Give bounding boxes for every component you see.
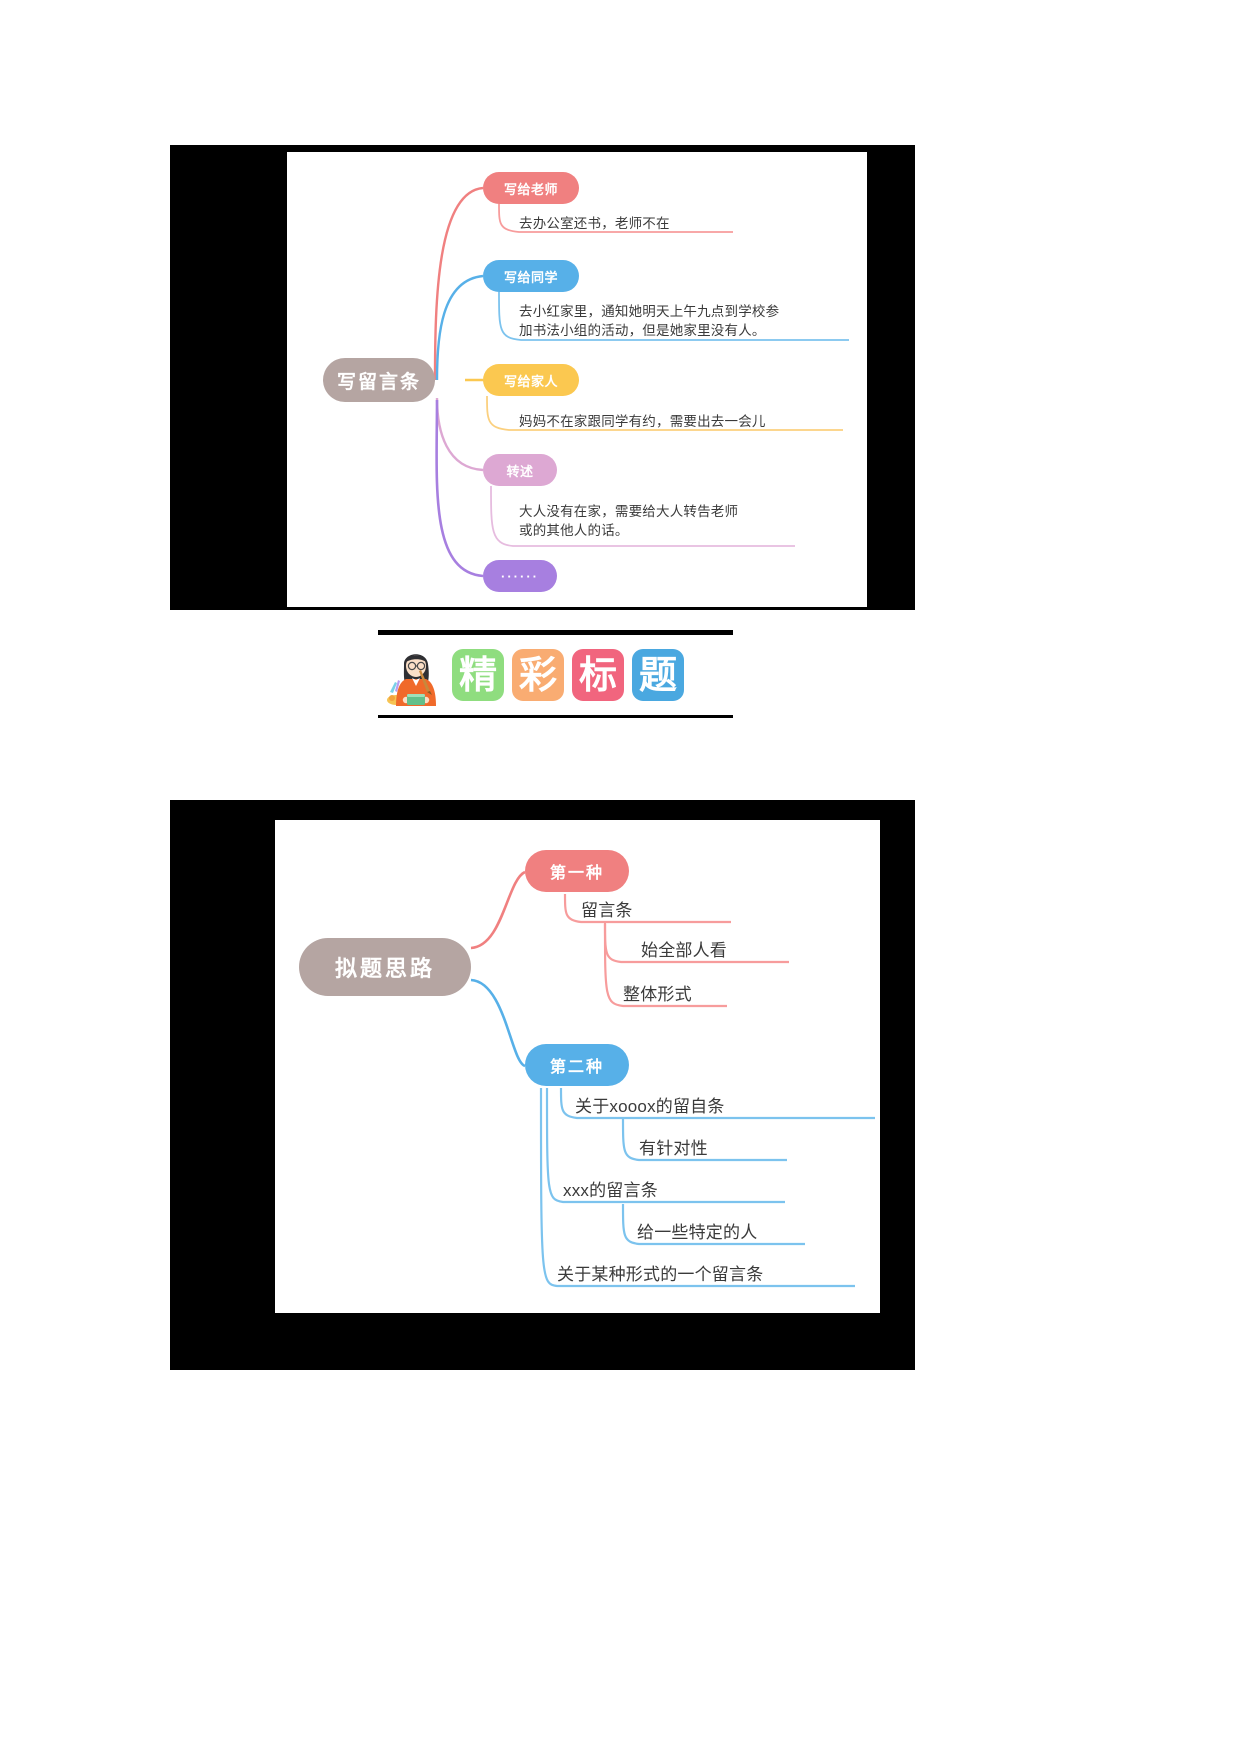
mindmap-1-branch-teacher-label: 写给老师	[503, 181, 558, 197]
mindmap-2-first-child-2: 始全部人看	[641, 941, 727, 960]
mindmap-1-detail-family: 妈妈不在家跟同学有约，需要出去一会儿	[519, 414, 766, 429]
mindmap-2-first-child-1: 留言条	[581, 901, 633, 920]
mindmap-1-branch-ellipsis-label: ······	[501, 568, 539, 584]
mindmap-1-root-node[interactable]: 写留言条	[323, 358, 435, 402]
banner-tile-2-char: 彩	[518, 653, 557, 697]
mindmap-1-branch-family-label: 写给家人	[503, 373, 558, 389]
mindmap-1-detail-relay: 大人没有在家，需要给大人转告老师 或的其他人的话。	[519, 504, 739, 538]
mindmap-2-second-child-1: 关于xooox的留自条	[575, 1097, 725, 1116]
mindmap-2-branch-first-label: 第一种	[549, 865, 604, 882]
mindmap-1-branch-teacher[interactable]: 写给老师	[483, 172, 579, 204]
banner-tile-1-char: 精	[458, 653, 497, 697]
mindmap-2-branch-first[interactable]: 第一种	[525, 850, 629, 892]
banner-tile-2: 彩	[512, 649, 564, 701]
mindmap-2-second-child-3: xxx的留言条	[563, 1181, 658, 1200]
mindmap-1: 写留言条 写给老师 去办公室还书，老师不在 写给同学 去小红家里，通知她明天上午…	[287, 152, 867, 607]
section-banner: 精 彩 标 题	[378, 635, 733, 715]
mindmap-1-branch-classmate[interactable]: 写给同学	[483, 260, 579, 292]
mindmap-2-second-child-5: 关于某种形式的一个留言条	[557, 1265, 764, 1284]
mindmap-2-first-child-3: 整体形式	[623, 985, 692, 1004]
mindmap-2: 拟题思路 第一种 留言条 始全部人看 整体形式 第二种 关于xooox的留自条 …	[275, 820, 880, 1313]
mindmap-2-second-child-2: 有针对性	[639, 1139, 708, 1158]
banner-tile-3-char: 标	[578, 653, 617, 697]
mindmap-1-branch-relay[interactable]: 转述	[483, 454, 557, 486]
mindmap-1-branch-relay-label: 转述	[506, 463, 534, 479]
mindmap-1-branch-family[interactable]: 写给家人	[483, 364, 579, 396]
mindmap-2-root-label: 拟题思路	[334, 956, 435, 981]
teacher-illustration-icon	[387, 654, 436, 706]
mindmap-1-detail-teacher: 去办公室还书，老师不在	[519, 216, 670, 231]
mindmap-1-root-label: 写留言条	[336, 371, 421, 393]
mindmap-2-root-node[interactable]: 拟题思路	[299, 938, 471, 996]
banner-tile-3: 标	[572, 649, 624, 701]
banner-tile-4-char: 题	[638, 653, 677, 697]
mindmap-1-branch-ellipsis[interactable]: ······	[483, 560, 557, 592]
banner-tile-4: 题	[632, 649, 684, 701]
banner-tile-1: 精	[452, 649, 504, 701]
mindmap-1-branch-classmate-label: 写给同学	[503, 269, 558, 285]
mindmap-2-branch-second[interactable]: 第二种	[525, 1044, 629, 1086]
mindmap-2-second-child-4: 给一些特定的人	[637, 1223, 758, 1242]
mindmap-1-detail-classmate: 去小红家里，通知她明天上午九点到学校参 加书法小组的活动，但是她家里没有人。	[519, 304, 780, 338]
mindmap-2-branch-second-label: 第二种	[549, 1059, 604, 1076]
